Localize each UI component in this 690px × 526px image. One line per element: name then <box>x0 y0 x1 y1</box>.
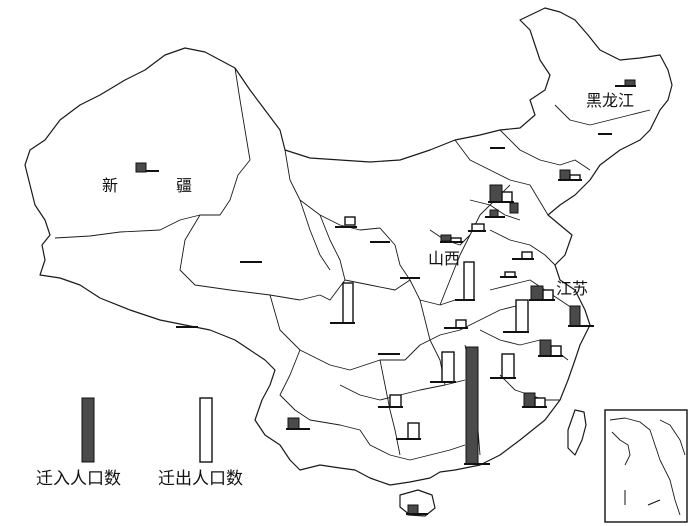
bar-in-jiangsu <box>530 285 544 301</box>
bar-in-zhejiang <box>539 339 552 357</box>
bar-in-xinjiang <box>135 162 147 173</box>
bar-out-beijing <box>501 191 513 203</box>
bar-in-shanxi <box>440 234 452 242</box>
label-shanxi: 山西 <box>428 249 460 268</box>
bar-in-fujian <box>523 392 536 408</box>
bar-in-shanghai <box>569 305 581 327</box>
bar-out-shandong <box>521 251 533 260</box>
label-xinjiang-1: 新 <box>102 176 118 195</box>
bar-in-tianjin <box>509 202 519 214</box>
legend-in-label: 迁入人口数 <box>36 469 121 489</box>
legend-out-label: 迁出人口数 <box>158 469 243 489</box>
south-sea-inset <box>604 409 688 523</box>
legend: 迁入人口数 迁出人口数 <box>36 397 243 489</box>
bar-out-fujian <box>534 397 546 408</box>
legend-in-swatch <box>81 397 95 463</box>
bar-in-beijing <box>489 184 503 203</box>
label-heilongjiang: 黑龙江 <box>586 91 634 110</box>
bar-out-hunan <box>441 351 455 383</box>
bar-in-yunnan <box>287 417 300 430</box>
bar-in-liaoning <box>559 169 571 181</box>
bar-out-ningxia <box>344 216 356 226</box>
legend-out-swatch <box>199 397 213 463</box>
bar-out-sichuan <box>342 282 354 324</box>
bar-out-hubei <box>455 319 467 329</box>
label-xinjiang-2: 疆 <box>176 176 192 195</box>
taiwan-outline <box>567 409 587 456</box>
bar-out-hebei2 <box>471 223 485 232</box>
bar-out-anhui <box>515 299 529 333</box>
bar-out-jiangsu <box>542 289 554 301</box>
bar-in-hebei <box>489 209 499 218</box>
bar-out-guizhou <box>389 394 402 408</box>
bar-out-henan-a <box>463 261 475 301</box>
bar-out-zhejiang <box>550 345 562 357</box>
migration-bars <box>135 79 636 516</box>
bar-in-guangdong <box>465 346 479 465</box>
bar-out-jiangxi <box>501 353 515 379</box>
label-jiangsu: 江苏 <box>556 279 588 298</box>
bar-out-guangxi <box>407 422 420 440</box>
